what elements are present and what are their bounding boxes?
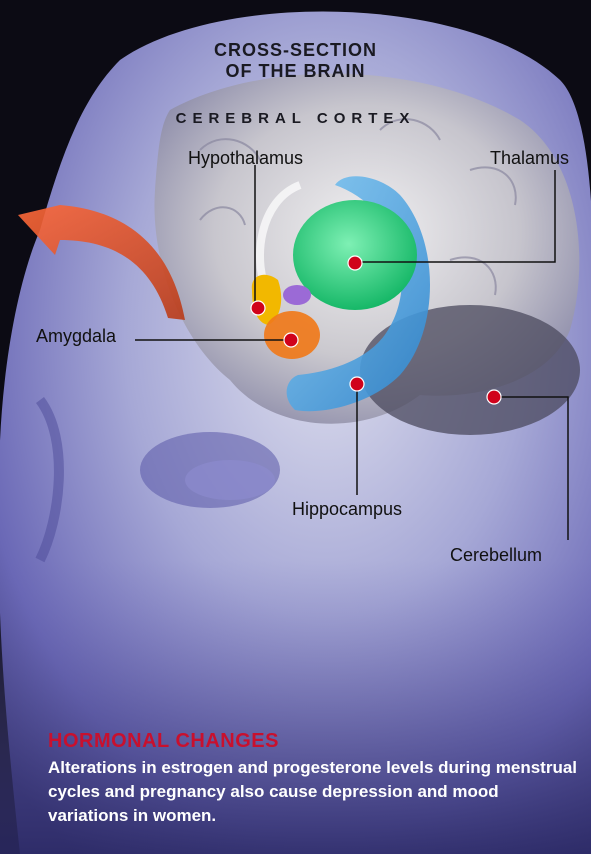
label-hippocampus: Hippocampus: [292, 499, 402, 520]
label-amygdala: Amygdala: [36, 326, 116, 347]
label-hypothalamus: Hypothalamus: [188, 148, 303, 169]
label-thalamus: Thalamus: [490, 148, 569, 169]
marker-hypothalamus: [251, 301, 265, 315]
marker-thalamus: [348, 256, 362, 270]
marker-amygdala: [284, 333, 298, 347]
caption-heading: HORMONAL CHANGES: [48, 730, 279, 753]
thalamus-shape: [293, 200, 417, 310]
title-line-1: CROSS-SECTION: [0, 40, 591, 61]
marker-hippocampus: [350, 377, 364, 391]
diagram-title: CROSS-SECTION OF THE BRAIN: [0, 40, 591, 82]
title-line-2: OF THE BRAIN: [0, 61, 591, 82]
marker-cerebellum: [487, 390, 501, 404]
label-cerebellum: Cerebellum: [450, 545, 542, 566]
cerebral-cortex-label: CEREBRAL CORTEX: [0, 110, 591, 127]
caption-body: Alterations in estrogen and progesterone…: [48, 756, 578, 828]
